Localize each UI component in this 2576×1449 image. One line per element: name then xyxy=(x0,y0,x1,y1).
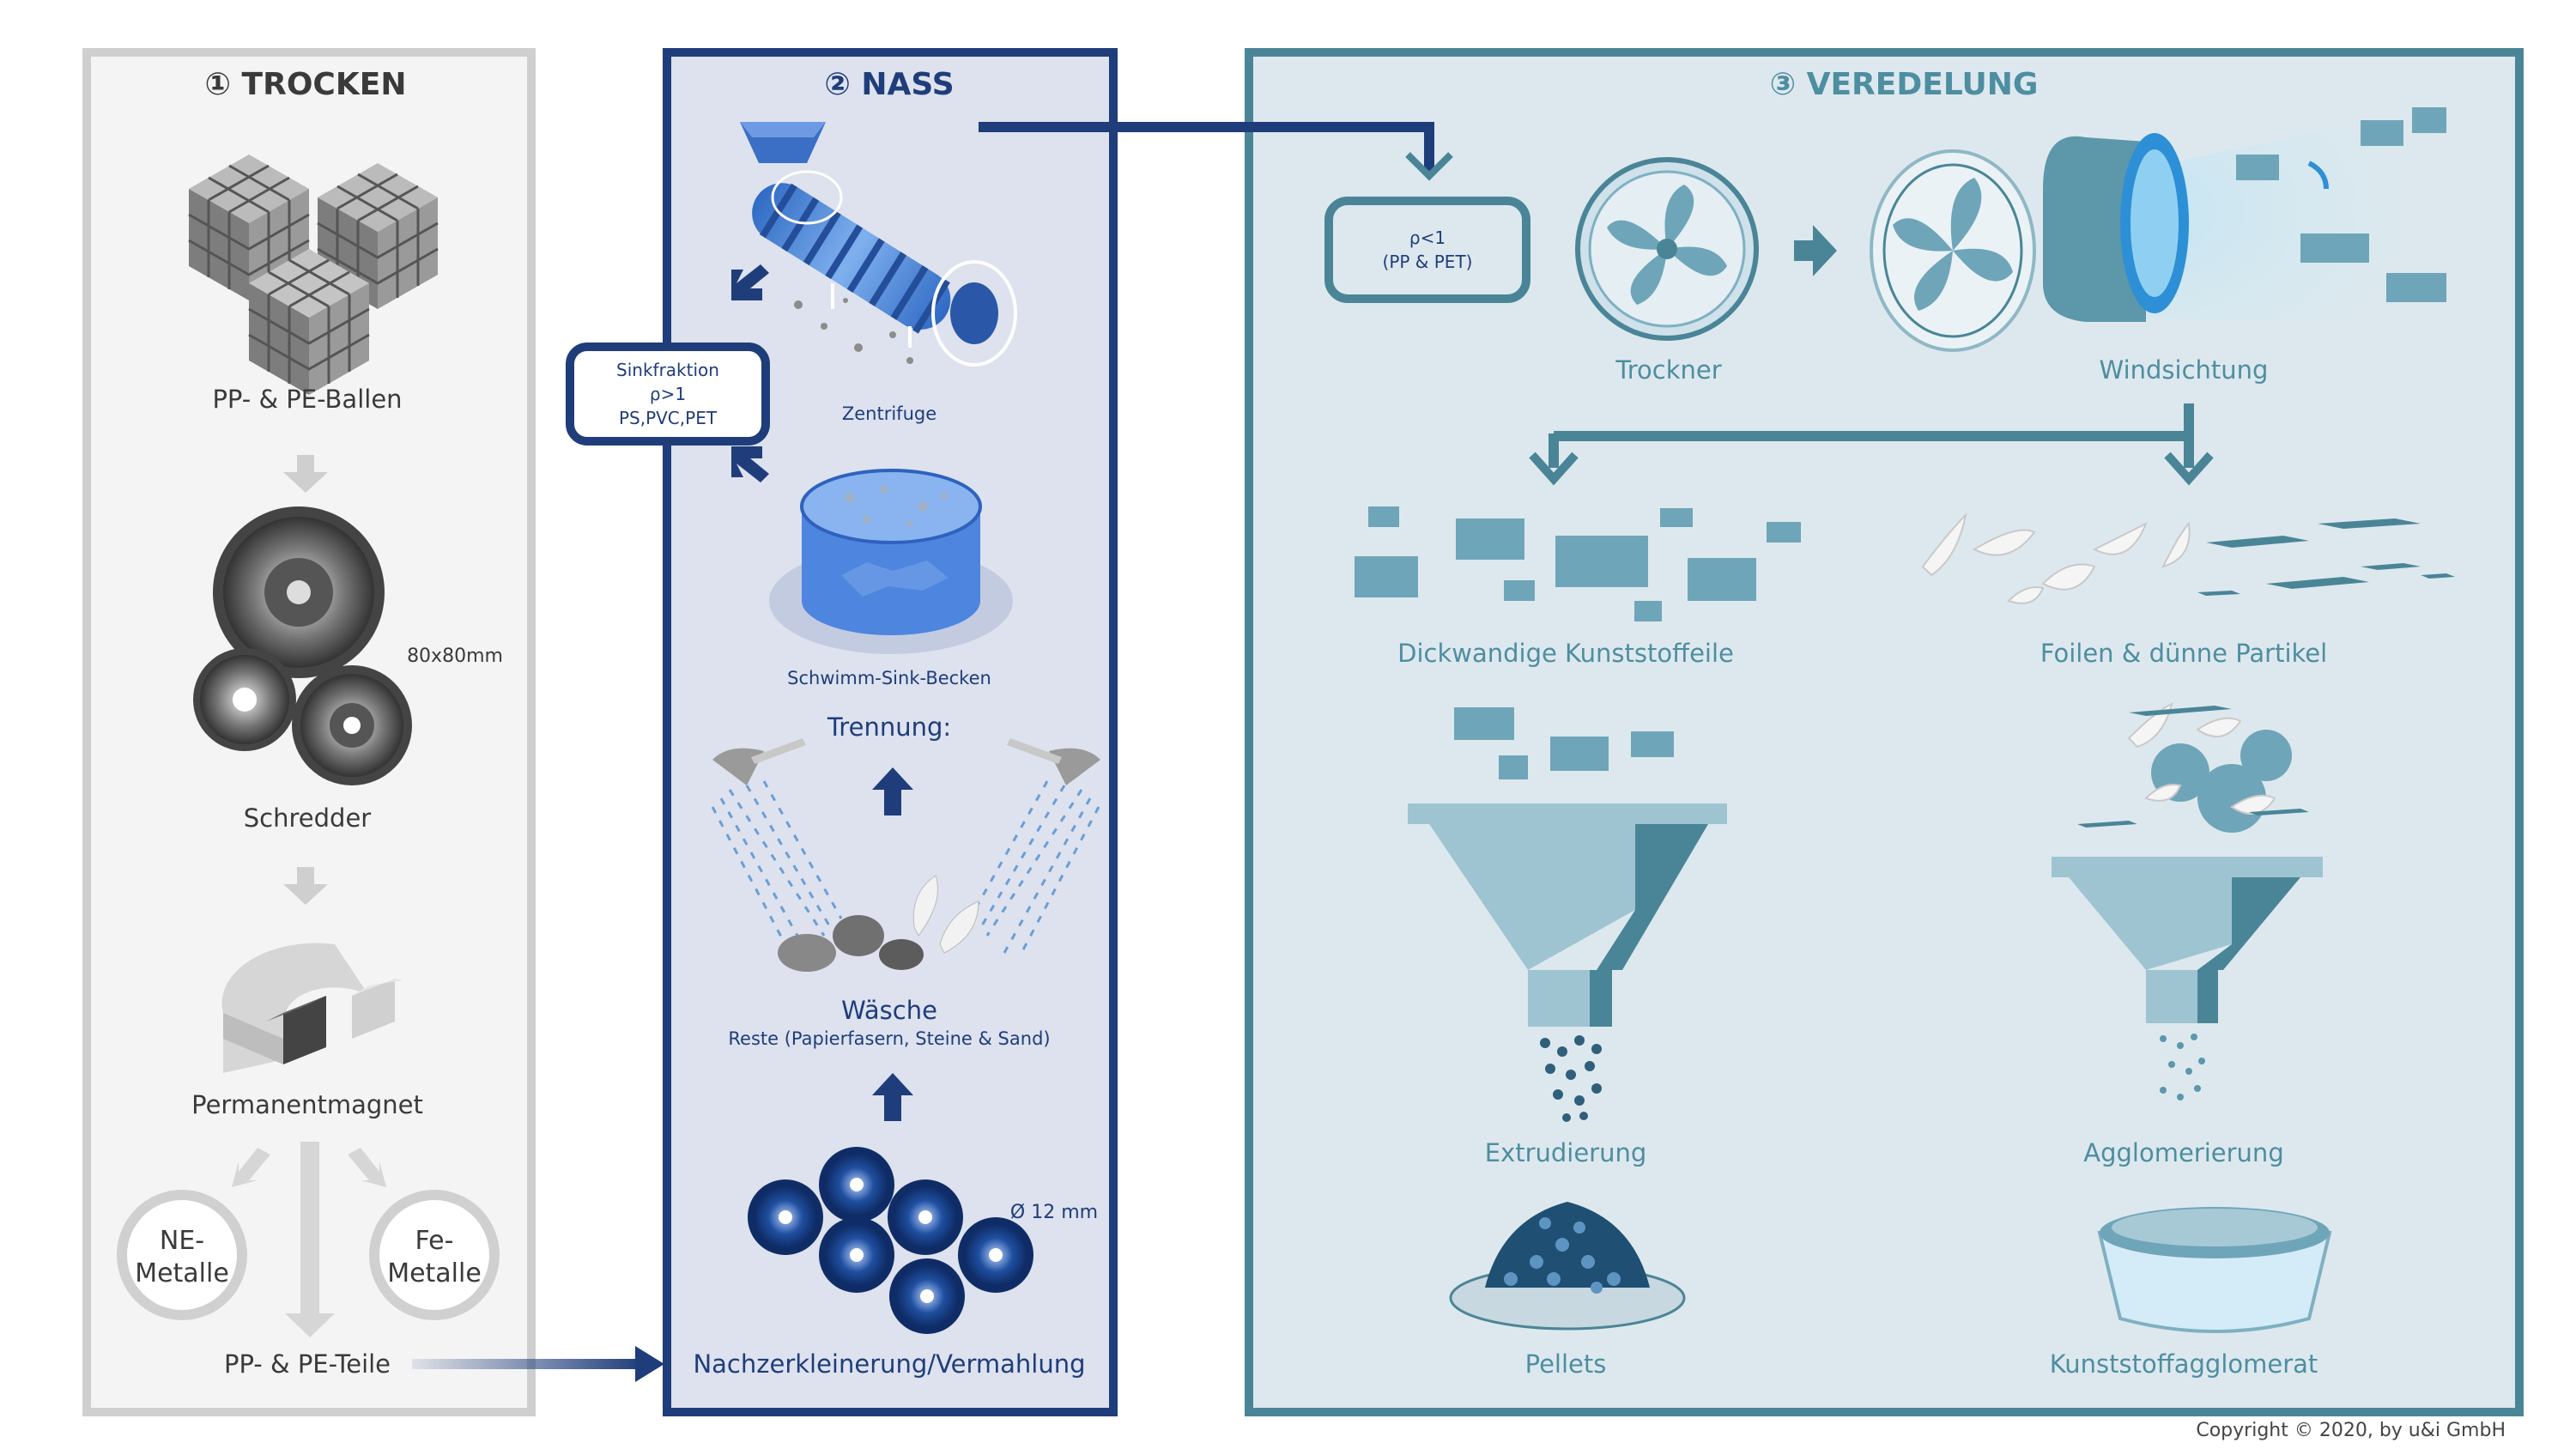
bale-cubes-icon xyxy=(188,155,439,395)
float-fraction-line-2: (PP & PET) xyxy=(1382,252,1473,272)
float-fraction-line-1: ρ<1 xyxy=(1409,227,1446,248)
arrow-right-icon xyxy=(635,1346,664,1382)
sink-fraction-line-2: ρ>1 xyxy=(649,384,687,404)
magnet-icon xyxy=(221,943,403,1073)
separation-label: Trennung: xyxy=(827,712,952,742)
shredder-size-label: 80x80mm xyxy=(407,646,503,667)
parts-label: PP- & PE-Teile xyxy=(223,1349,391,1379)
trocken-title: ① TROCKEN xyxy=(204,67,407,102)
wash-label: Wäsche xyxy=(841,996,937,1025)
basin-icon xyxy=(769,469,1013,654)
sink-fraction-line-3: PS,PVC,PET xyxy=(618,408,718,428)
pellets-plate-icon xyxy=(1449,1202,1686,1331)
centrifuge-icon xyxy=(740,122,1017,367)
sink-fraction-line-1: Sinkfraktion xyxy=(616,360,719,380)
shredder-icon xyxy=(193,506,412,785)
extrusion-label: Extrudierung xyxy=(1484,1138,1647,1167)
residue-label: Reste (Papierfasern, Steine & Sand) xyxy=(728,1028,1051,1049)
arrow-up-icon-2 xyxy=(872,1073,913,1121)
sink-fraction-box xyxy=(566,343,770,446)
agglomerator-funnel-icon xyxy=(2052,702,2323,1100)
copyright: Copyright © 2020, by u&i GmbH xyxy=(2196,1420,2506,1441)
arrow-right-icon-2 xyxy=(1794,225,1837,276)
sink-fraction-text: Sinkfraktion ρ>1 PS,PVC,PET xyxy=(570,347,766,441)
shredder-label: Schredder xyxy=(243,803,372,833)
agglomerate-label: Kunststoffagglomerat xyxy=(2049,1349,2318,1379)
float-fraction-box xyxy=(1324,197,1530,303)
ne-metal-label-1: NE- xyxy=(159,1226,205,1256)
veredelung-title: ③ VEREDELUNG xyxy=(1769,67,2039,102)
split-arrows-icon xyxy=(232,1142,386,1337)
extruder-funnel-icon xyxy=(1408,707,1727,1122)
wash-icon xyxy=(711,738,1100,972)
thick-parts-label: Dickwandige Kunststoffeile xyxy=(1397,639,1734,668)
arrow-up-icon xyxy=(872,767,913,815)
arrow-left-up-icon xyxy=(731,446,769,482)
thick-parts-icon xyxy=(1355,506,1801,621)
magnet-label: Permanentmagnet xyxy=(191,1090,423,1119)
fan-icon xyxy=(1575,157,1759,341)
arrow-left-down-icon xyxy=(731,264,769,300)
grinder-blades-icon xyxy=(748,1147,1033,1334)
fe-metal-circle xyxy=(369,1190,500,1320)
float-fraction-text: ρ<1 (PP & PET) xyxy=(1329,201,1526,299)
foils-label: Foilen & dünne Partikel xyxy=(2040,639,2328,668)
dryer-label: Trockner xyxy=(1615,355,1722,385)
foils-icon xyxy=(1921,512,2455,604)
agglomerate-bowl-icon xyxy=(2097,1207,2332,1333)
ne-metal-label-2: Metalle xyxy=(135,1258,229,1288)
fe-metal-label-2: Metalle xyxy=(387,1258,482,1288)
agglomeration-label: Agglomerierung xyxy=(2083,1138,2284,1167)
grinder-size-label: Ø 12 mm xyxy=(1009,1202,1099,1223)
ne-metal-circle xyxy=(117,1190,247,1320)
fe-metal-label-1: Fe- xyxy=(415,1226,454,1256)
wind-sifter-icon xyxy=(1870,94,2489,352)
centrifuge-label: Zentrifuge xyxy=(841,403,937,424)
bale-label: PP- & PE-Ballen xyxy=(212,385,403,414)
nass-title: ② NASS xyxy=(824,67,955,102)
grinding-label: Nachzerkleinerung/Vermahlung xyxy=(693,1349,1086,1379)
arrow-down-icon xyxy=(283,455,328,905)
pellets-label: Pellets xyxy=(1524,1349,1607,1379)
basin-label: Schwimm-Sink-Becken xyxy=(787,668,991,688)
wind-sifting-label: Windsichtung xyxy=(2099,355,2269,385)
